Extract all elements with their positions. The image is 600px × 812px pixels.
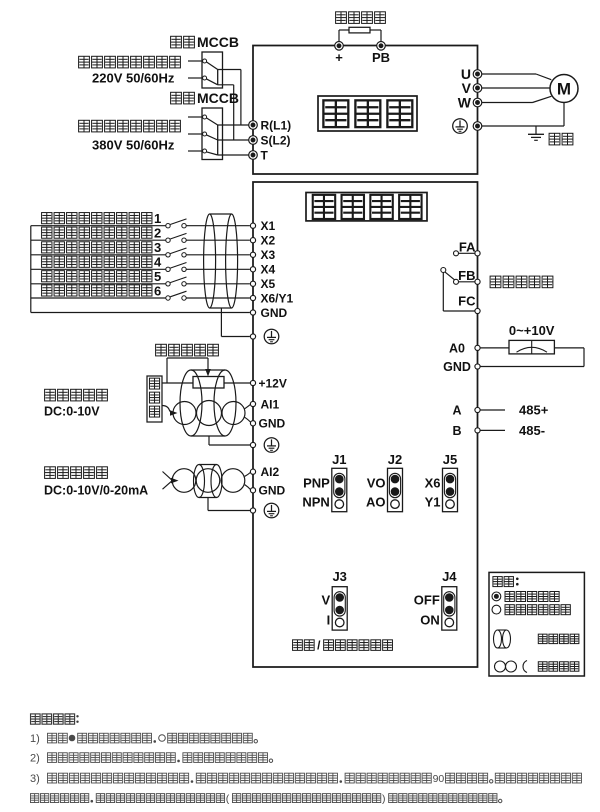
svg-text:J3: J3 — [332, 569, 346, 584]
svg-text:Y1: Y1 — [425, 495, 441, 510]
svg-text:485-: 485- — [519, 423, 545, 438]
svg-text:AI1: AI1 — [261, 397, 280, 411]
svg-text:NPN: NPN — [302, 495, 329, 510]
svg-text:X4: X4 — [261, 263, 276, 277]
svg-text:V: V — [462, 80, 472, 96]
svg-text:+: + — [335, 50, 343, 65]
svg-text:X3: X3 — [261, 248, 276, 262]
svg-text:+12V: +12V — [259, 376, 287, 390]
svg-text:X5: X5 — [261, 277, 276, 291]
svg-text:DC:0-10V: DC:0-10V — [44, 405, 100, 419]
svg-text:5: 5 — [154, 269, 161, 284]
svg-text:DC:0-10V/0-20mA: DC:0-10V/0-20mA — [44, 484, 148, 498]
svg-text:X2: X2 — [261, 234, 276, 248]
svg-text:V: V — [322, 593, 331, 608]
svg-text:B: B — [452, 424, 461, 438]
svg-text:AO: AO — [366, 495, 386, 510]
svg-text:MCCB: MCCB — [197, 34, 239, 50]
svg-text:S(L2): S(L2) — [261, 133, 291, 147]
svg-text:380V 50/60Hz: 380V 50/60Hz — [92, 138, 175, 153]
svg-text:GND: GND — [259, 417, 286, 431]
svg-text:1): 1) — [30, 733, 40, 745]
svg-text:3: 3 — [154, 240, 161, 255]
svg-text:J5: J5 — [443, 452, 457, 467]
svg-text:X1: X1 — [261, 219, 276, 233]
svg-text:J4: J4 — [442, 569, 457, 584]
svg-text:AI2: AI2 — [261, 465, 280, 479]
svg-text:W: W — [458, 95, 472, 111]
svg-text:(: ( — [226, 793, 230, 805]
svg-text:/: / — [317, 638, 321, 652]
svg-text:A0: A0 — [449, 341, 465, 355]
svg-text:R(L1): R(L1) — [261, 118, 292, 132]
svg-text:4: 4 — [154, 255, 162, 270]
svg-text:U: U — [461, 66, 471, 82]
svg-text:PB: PB — [372, 50, 390, 65]
svg-text:X6: X6 — [425, 476, 441, 491]
svg-text:GND: GND — [261, 306, 288, 320]
svg-text:1: 1 — [154, 211, 161, 226]
svg-text:OFF: OFF — [414, 593, 440, 608]
svg-text:FB: FB — [458, 268, 475, 283]
svg-text:J1: J1 — [332, 452, 346, 467]
svg-text:M: M — [557, 80, 571, 99]
svg-text:2: 2 — [154, 226, 161, 241]
svg-text:GND: GND — [443, 360, 471, 374]
svg-text:0~+10V: 0~+10V — [509, 323, 555, 338]
svg-text:): ) — [382, 793, 386, 805]
svg-text:J2: J2 — [388, 452, 402, 467]
svg-text:VO: VO — [367, 476, 386, 491]
svg-text:6: 6 — [154, 283, 161, 298]
svg-text:FC: FC — [458, 294, 476, 309]
svg-text:2): 2) — [30, 753, 40, 765]
svg-text:A: A — [452, 404, 461, 418]
svg-text:485+: 485+ — [519, 403, 549, 418]
svg-text:T: T — [261, 148, 269, 162]
svg-text:3): 3) — [30, 773, 40, 785]
svg-text:I: I — [327, 613, 331, 628]
svg-text:PNP: PNP — [303, 476, 330, 491]
svg-text:220V 50/60Hz: 220V 50/60Hz — [92, 71, 175, 86]
svg-text:90: 90 — [433, 773, 445, 785]
svg-text:ON: ON — [420, 613, 440, 628]
svg-text:MCCB: MCCB — [197, 90, 239, 106]
svg-text:FA: FA — [459, 240, 476, 255]
svg-text:GND: GND — [259, 484, 286, 498]
svg-text:X6/Y1: X6/Y1 — [261, 291, 294, 305]
